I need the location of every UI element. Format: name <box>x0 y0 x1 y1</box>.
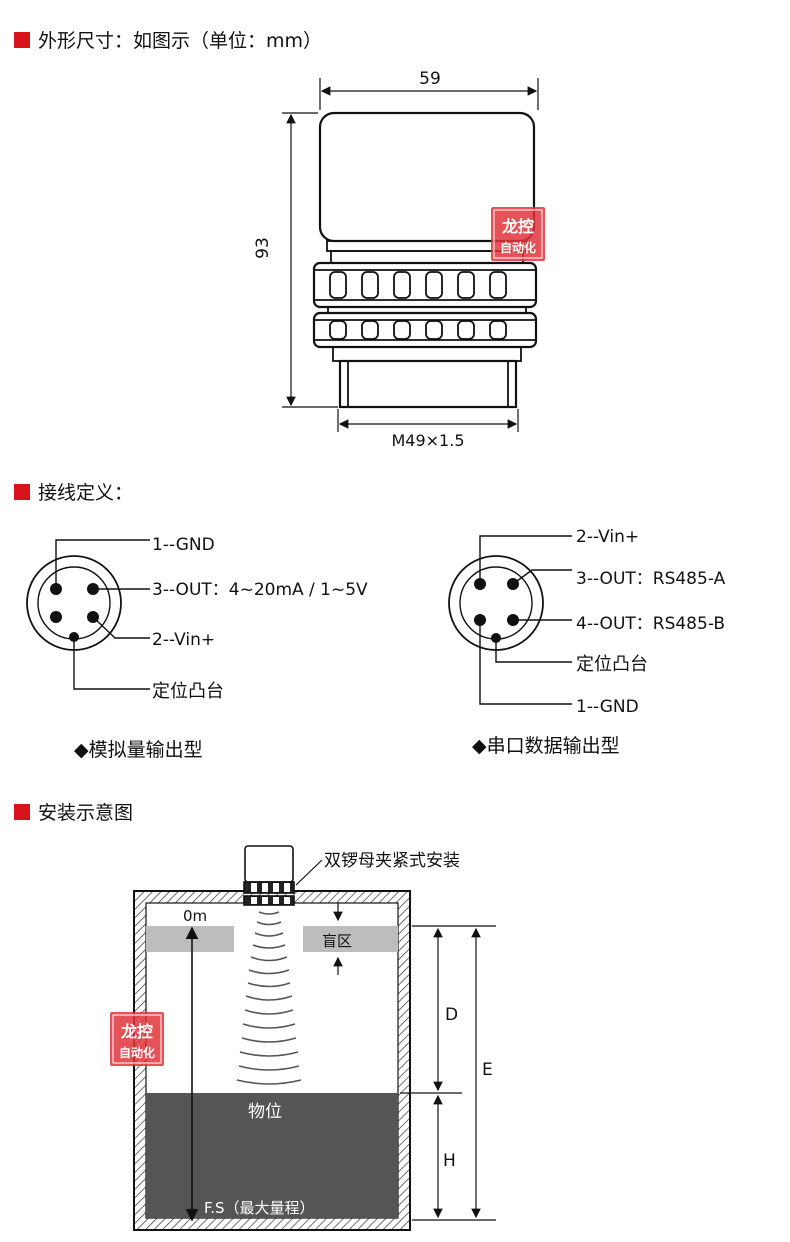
watermark-stamp: 龙控 自动化 <box>110 1012 164 1066</box>
nut-leader-line <box>295 859 323 886</box>
serial-pins <box>474 578 519 643</box>
ultrasonic-wave <box>236 911 302 1085</box>
sensor-outline-drawing <box>312 111 538 409</box>
analog-key-label: 定位凸台 <box>152 681 224 702</box>
nut-mount-label: 双锣母夹紧式安装 <box>324 851 460 871</box>
serial-pin4-label: 4--OUT：RS485-B <box>576 614 725 634</box>
fs-label: F.S（最大量程） <box>204 1199 315 1217</box>
svg-text:自动化: 自动化 <box>119 1045 155 1060</box>
width-label: 59 <box>419 69 441 89</box>
d-label: D <box>445 1005 458 1025</box>
serial-pin1-label: 1--GND <box>576 697 639 717</box>
analog-pin1-label: 1--GND <box>152 535 215 555</box>
section-dimensions: 外形尺寸：如图示（单位：mm） <box>14 26 322 53</box>
analog-pin-2 <box>50 611 62 623</box>
svg-text:龙控: 龙控 <box>501 217 534 236</box>
height-dimension-line <box>282 112 338 408</box>
watermark-stamp: 龙控 自动化 <box>491 207 545 261</box>
level-label: 物位 <box>248 1102 282 1122</box>
analog-leader-lines <box>55 539 150 690</box>
blind-zone-label: 盲区 <box>322 932 352 950</box>
section-wiring-title: 接线定义： <box>38 482 134 504</box>
serial-pin2-label: 2--Vin+ <box>576 527 639 547</box>
thread-label: M49×1.5 <box>391 431 464 450</box>
red-square-icon <box>14 483 30 500</box>
svg-text:自动化: 自动化 <box>500 240 536 255</box>
serial-key-label: 定位凸台 <box>576 654 648 675</box>
mounted-sensor <box>243 845 295 906</box>
blind-zone-band-left <box>146 926 234 952</box>
red-square-icon <box>14 31 30 48</box>
serial-pin3-label: 3--OUT：RS485-A <box>576 569 726 589</box>
thread-dimension-line <box>337 409 519 432</box>
measurement-dimensions <box>400 925 496 1221</box>
serial-caption: ◆串口数据输出型 <box>472 735 620 757</box>
blind-zone-band-right <box>303 926 398 952</box>
svg-text:龙控: 龙控 <box>120 1022 153 1041</box>
serial-leader-lines <box>479 535 572 705</box>
nut-knurl-slots <box>329 271 507 340</box>
section-installation-title: 安装示意图 <box>38 802 134 824</box>
tank <box>133 890 411 1231</box>
h-label: H <box>443 1151 456 1171</box>
height-label: 93 <box>253 237 273 259</box>
e-label: E <box>482 1060 493 1080</box>
analog-caption: ◆模拟量输出型 <box>74 739 203 761</box>
zero-label: 0m <box>183 907 207 925</box>
analog-pins <box>50 583 99 642</box>
red-square-icon <box>14 803 30 820</box>
section-wiring: 接线定义： <box>14 478 133 505</box>
analog-pin3-label: 3--OUT：4~20mA / 1~5V <box>152 580 368 600</box>
section-installation: 安装示意图 <box>14 798 133 825</box>
width-dimension-line <box>319 78 539 110</box>
section-dimensions-title: 外形尺寸：如图示（单位：mm） <box>38 30 323 52</box>
analog-pin2-label: 2--Vin+ <box>152 630 215 650</box>
